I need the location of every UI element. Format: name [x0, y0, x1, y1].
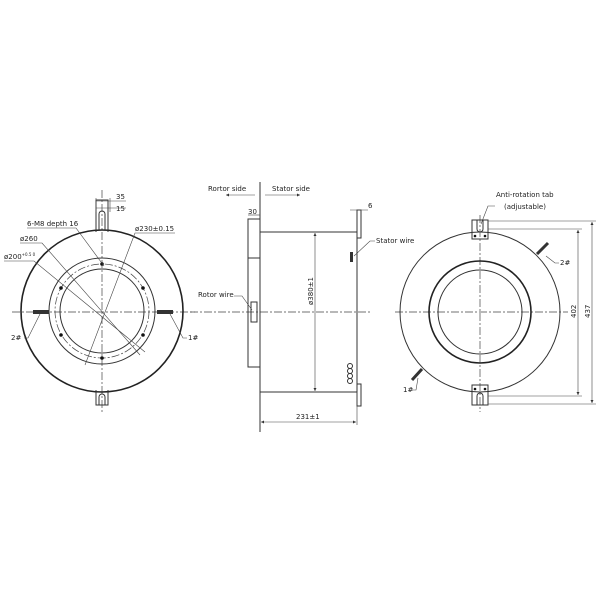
tab-note-label: (adjustable): [504, 203, 546, 211]
length-label: 231±1: [296, 413, 320, 421]
dim-35-label: 35: [116, 193, 125, 201]
rear-wire-1: [410, 367, 424, 382]
dia-260-label: ø260: [20, 235, 38, 243]
wire-1-bundle: [157, 310, 173, 314]
bore-circle: [59, 268, 145, 354]
wire-2-label: 2#: [11, 334, 21, 342]
stator-wire-connector: [347, 363, 353, 384]
stator-wire-label: Stator wire: [376, 237, 414, 245]
wire-1-label: 1#: [188, 334, 198, 342]
rear-bore-circle: [437, 269, 523, 355]
stator-wire: [350, 252, 353, 262]
dim-30-label: 30: [248, 208, 257, 216]
rear-wire-2-label: 2#: [560, 259, 570, 267]
dim-6-label: 6: [368, 202, 373, 210]
rear-ring-circle: [428, 260, 532, 364]
rear-wire-2: [535, 241, 550, 256]
dim-437-label: 437: [584, 305, 592, 318]
bottom-anti-rotation-tab[interactable]: [471, 384, 489, 406]
top-tab: [95, 199, 109, 232]
rotor-flange: [247, 218, 261, 368]
dim-15-label: 15: [116, 205, 125, 213]
outer-housing-circle: [20, 229, 184, 393]
stator-body: [259, 231, 358, 393]
rotor-wire-connector: [250, 301, 258, 323]
dia-230-label: ø230±0.15: [135, 225, 174, 233]
rear-view: Anti-rotation tab (adjustable) 2# 1# 402…: [395, 191, 596, 412]
bottom-tab-side: [356, 383, 362, 407]
dim-402-label: 402: [570, 305, 578, 318]
bottom-tab: [95, 390, 109, 406]
rotor-wire-label: Rotor wire: [198, 291, 234, 299]
top-anti-rotation-tab[interactable]: [471, 219, 489, 240]
dia-380-label: ø380±1: [307, 277, 315, 305]
rotor-side-label: Rortor side: [208, 185, 246, 193]
mounting-holes: [59, 262, 145, 360]
front-view: 35 15 6-M8 depth 16 ø230±0.15 ø260 ø200+…: [4, 190, 198, 412]
dia-200-label: ø200+0.5 0: [4, 252, 36, 261]
stator-side-label: Stator side: [272, 185, 310, 193]
holes-label: 6-M8 depth 16: [27, 220, 79, 228]
side-view: Rortor side Stator side 30 6 Stator wire…: [190, 182, 414, 432]
rear-wire-1-label: 1#: [403, 386, 413, 394]
wire-2-bundle: [33, 310, 49, 314]
top-tab-side: [356, 209, 362, 239]
tab-label: Anti-rotation tab: [496, 191, 554, 199]
